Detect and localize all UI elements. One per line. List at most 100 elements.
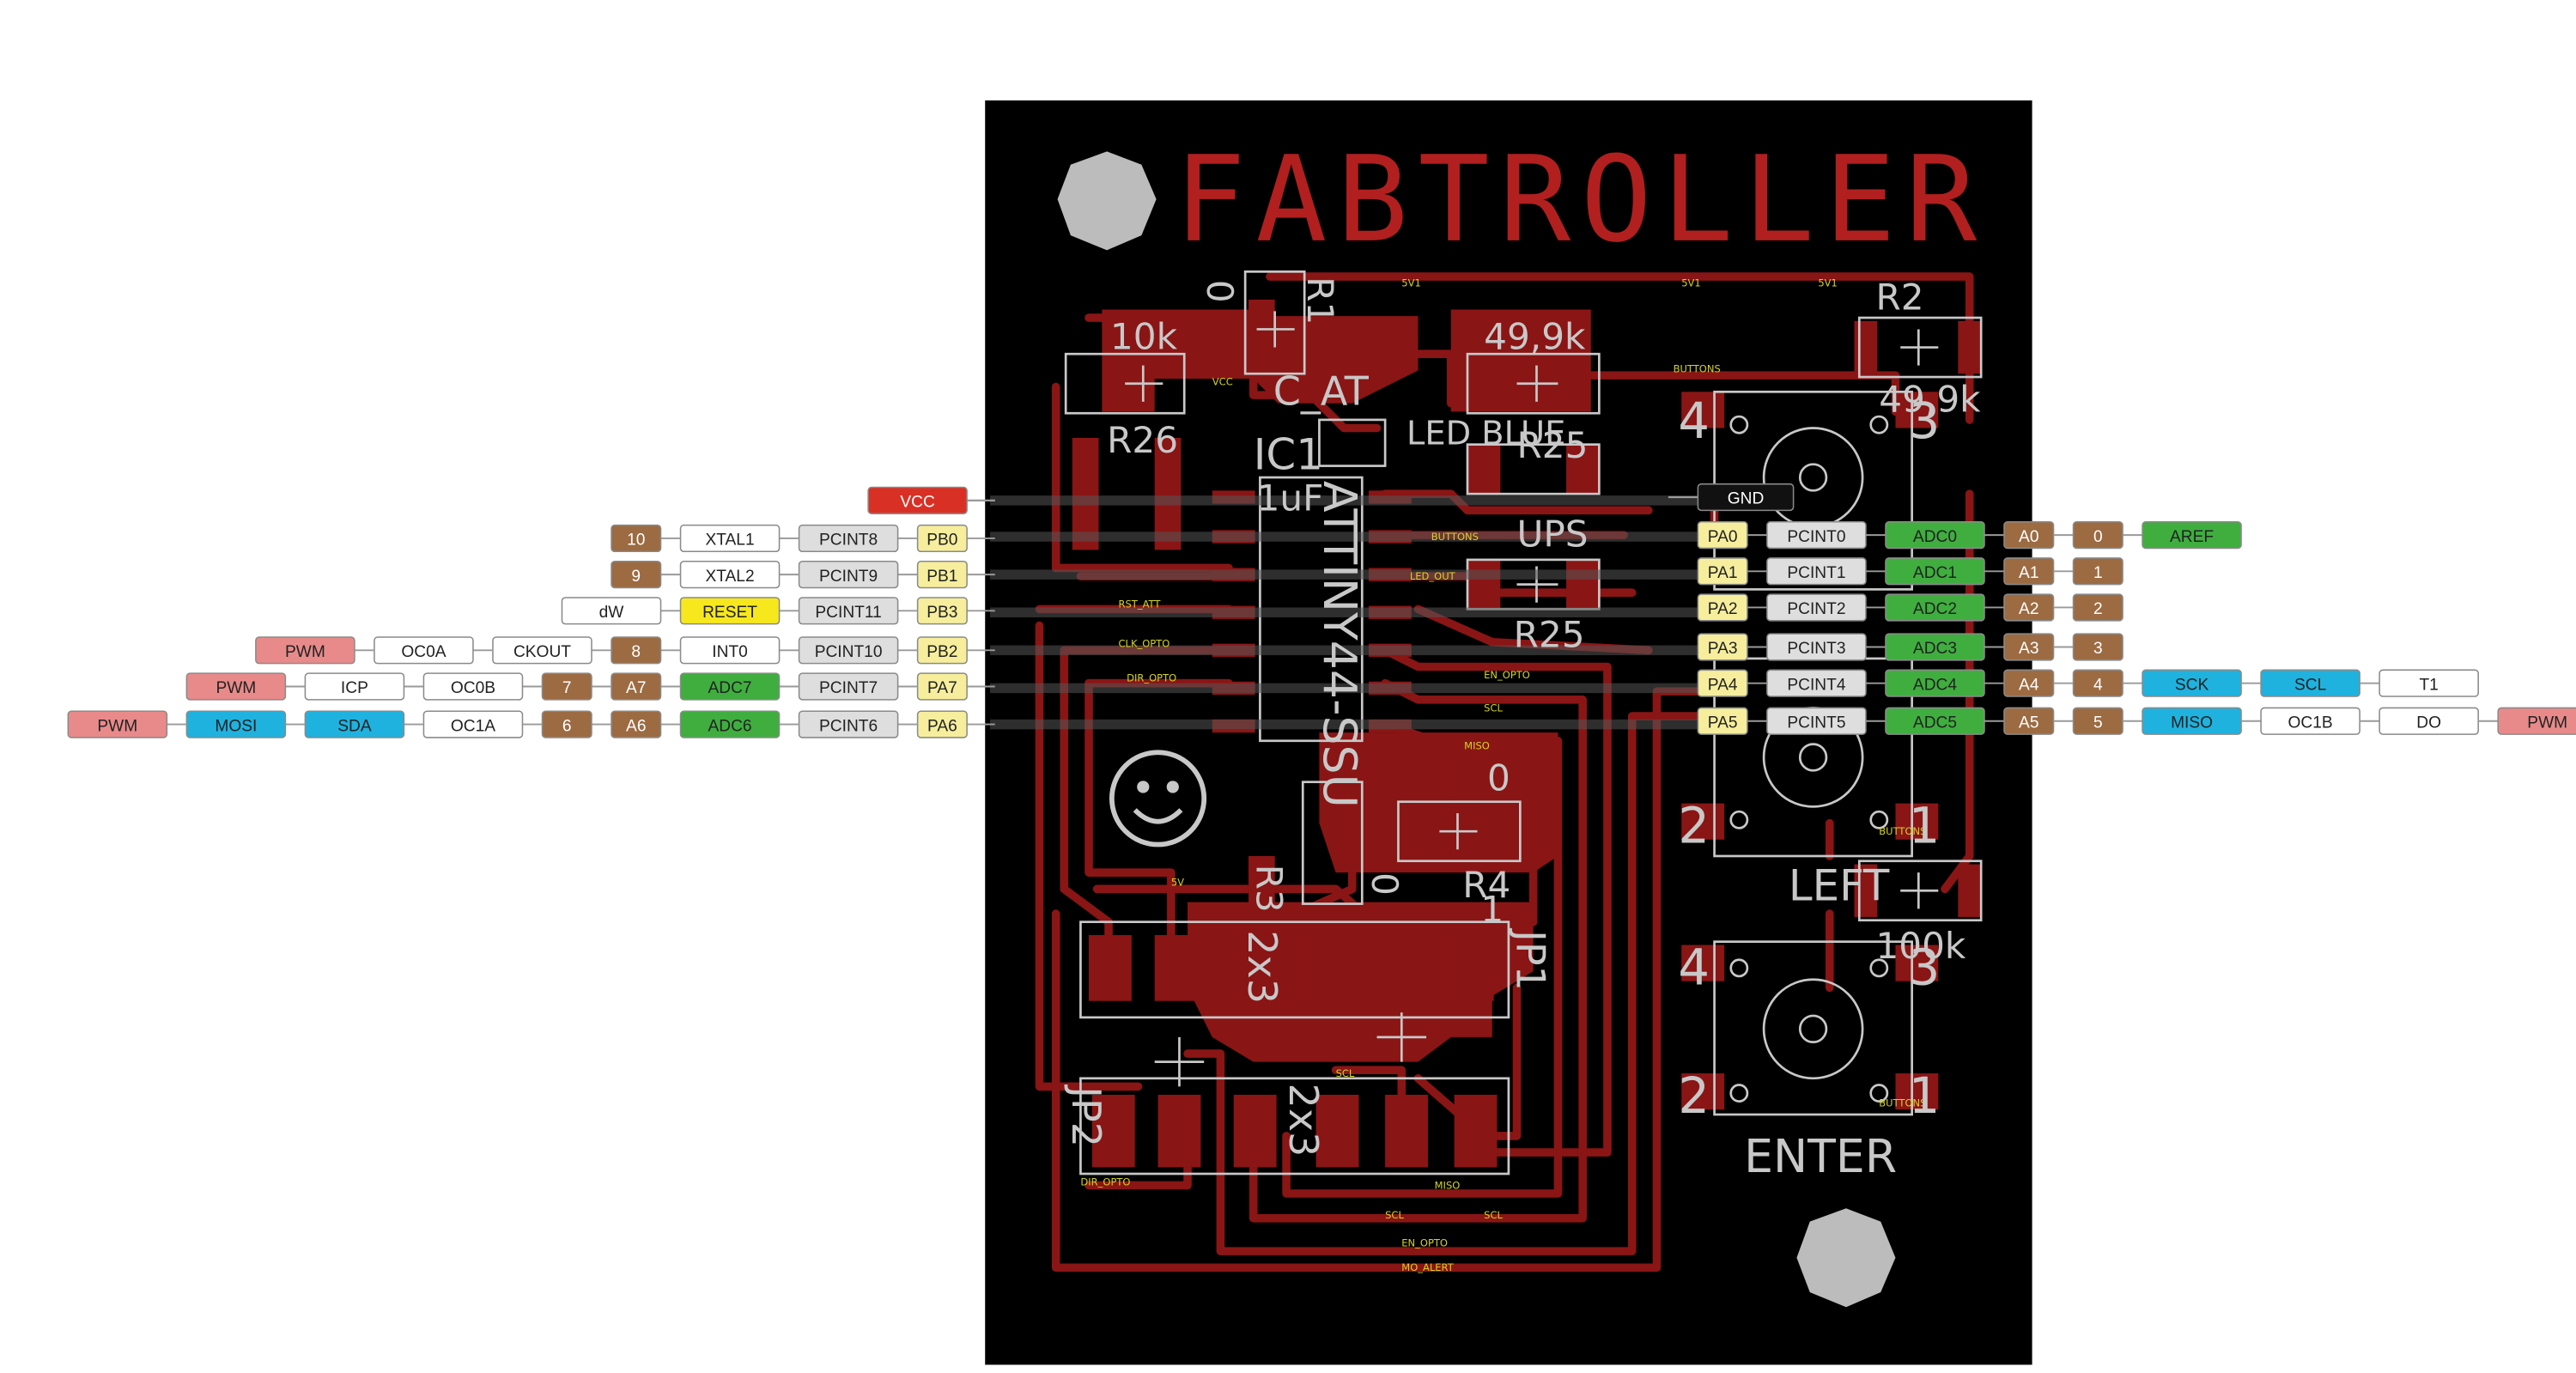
pinout-left: VCCPB0PCINT8XTAL110PB1PCINT9XTAL29PB3PCI… — [67, 486, 995, 738]
silk-label-c-at: C_AT — [1273, 368, 1370, 415]
pin-label-text: 9 — [631, 568, 641, 586]
pin-label-text: PA1 — [1708, 564, 1738, 582]
pin-label-pa5-0: PA5 — [1697, 707, 1748, 735]
board-title: FABTROLLER — [1175, 131, 1987, 269]
pin-guide-bars — [989, 495, 1698, 730]
pin-label-pa1-1: PCINT1 — [1766, 557, 1867, 586]
pin-label-pb0-1: XTAL1 — [679, 524, 781, 553]
net-label: MISO — [1435, 1179, 1461, 1191]
net-label: EN_OPTO — [1401, 1236, 1448, 1248]
pin-label-text: PB0 — [927, 532, 957, 550]
pin-label-pa5-5: MISO — [2142, 707, 2242, 735]
pin-label-pa6-2: SDA — [304, 710, 405, 738]
pin-label-text: A3 — [2019, 640, 2038, 658]
pin-label-pa7-2: OC0B — [422, 672, 524, 701]
pin-label-text: PCINT7 — [819, 679, 878, 697]
pin-label-text: PB2 — [927, 643, 957, 661]
silk-labels: R1 0 10k R26 C_AT IC1 1uF 49,9k LED BLUE… — [1063, 276, 1981, 1183]
net-label: 5V1 — [1401, 277, 1421, 289]
pin-label-text: 5 — [2093, 714, 2103, 732]
net-label: 5V — [1171, 876, 1184, 888]
mounting-hole-bottom — [1796, 1208, 1896, 1308]
pin-label-pb1-3: PB1 — [916, 561, 968, 589]
silk-label-ic1: IC1 — [1254, 429, 1323, 479]
pin-label-text: MISO — [2171, 714, 2213, 732]
pin-label-pa6-8: PA6 — [916, 710, 968, 738]
pin-label-pa4-6: SCL — [2260, 669, 2360, 697]
pin-label-text: AREF — [2170, 528, 2214, 546]
pin-label-pa4-5: SCK — [2142, 669, 2242, 697]
pin-label-text: XTAL1 — [705, 532, 754, 550]
pin-label-pb2-5: PCINT10 — [798, 636, 899, 665]
pin-label-text: A7 — [626, 679, 646, 697]
pin-label-box — [2072, 557, 2123, 586]
pin-label-text: PCINT10 — [815, 643, 883, 661]
pin-label-pb2-2: CKOUT — [492, 636, 592, 665]
silk-label-left: LEFT — [1789, 861, 1890, 911]
pin-label-text: PWM — [285, 643, 325, 661]
pin-label-pa1-3: A1 — [2003, 557, 2055, 586]
pin-label-box — [185, 672, 287, 701]
pin-label-text: PWM — [2527, 714, 2567, 732]
pin-label-box — [1697, 483, 1795, 512]
pin-label-pa5-2: ADC5 — [1885, 707, 1985, 735]
pin-label-text: PCINT5 — [1787, 714, 1845, 732]
pin-label-text: ICP — [341, 679, 368, 697]
pin-label-text: ADC0 — [1913, 528, 1957, 546]
pin-label-text: A4 — [2019, 676, 2039, 694]
silk-label-jp2: JP2 — [1063, 1084, 1109, 1147]
pin-label-box — [867, 486, 968, 514]
pin-label-box — [2379, 669, 2479, 697]
pin-label-text: 7 — [562, 679, 572, 697]
pin-label-pa6-1: MOSI — [185, 710, 287, 738]
silk-label-2x3-b: 2x3 — [1280, 1084, 1327, 1157]
pin-label-text: 8 — [631, 643, 641, 661]
pin-label-text: PCINT6 — [819, 717, 878, 735]
pin-label-box — [255, 636, 355, 665]
pin-label-pa4-2: ADC4 — [1885, 669, 1985, 697]
silk-label-1uf: 1uF — [1257, 477, 1324, 519]
pin-label-pa4-7: T1 — [2379, 669, 2479, 697]
silk-label-sw-3b: 3 — [1909, 939, 1941, 997]
pin-label-box — [2072, 593, 2123, 622]
pin-label-text: 0 — [2093, 528, 2103, 546]
pin-label-pb3-2: PCINT11 — [798, 597, 899, 625]
pin-label-text: PCINT4 — [1787, 676, 1845, 694]
silk-label-r2: R2 — [1875, 276, 1923, 318]
pin-label-pa7-0: PWM — [185, 672, 287, 701]
silk-label-r3: R3 — [1249, 865, 1291, 913]
pin-label-text: CKOUT — [513, 643, 571, 661]
pin-label-text: OC0A — [401, 643, 446, 661]
pin-label-text: A5 — [2019, 714, 2038, 732]
pin-label-text: PA7 — [927, 679, 957, 697]
pin-label-pb0-2: PCINT8 — [798, 524, 899, 553]
pin-label-pa5-1: PCINT5 — [1766, 707, 1867, 735]
pin-label-pa3-4: 3 — [2072, 633, 2123, 661]
pin-label-pb2-6: PB2 — [916, 636, 968, 665]
pin-label-text: PCINT11 — [815, 604, 881, 622]
pin-label-pa5-6: OC1B — [2260, 707, 2360, 735]
pin-label-pa6-5: A6 — [611, 710, 662, 738]
pin-label-text: PWM — [97, 717, 137, 735]
pin-label-text: PB1 — [927, 568, 957, 586]
pin-label-box — [561, 597, 662, 625]
pin-label-text: 3 — [2093, 640, 2103, 658]
pin-label-box — [611, 561, 662, 589]
pin-label-text: 6 — [562, 717, 572, 735]
silk-label-r26: R26 — [1107, 419, 1178, 461]
silk-label-sw-2b: 2 — [1678, 1067, 1710, 1125]
net-label: BUTTONS — [1431, 531, 1479, 543]
pin-label-text: OC1A — [451, 717, 495, 735]
pin-label-text: INT0 — [712, 643, 748, 661]
silk-label-r3-value: 0 — [1364, 872, 1406, 896]
pin-label-pa6-4: 6 — [541, 710, 592, 738]
pin-label-text: ADC6 — [708, 717, 751, 735]
pin-label-pa4-1: PCINT4 — [1766, 669, 1867, 697]
net-label: CLK_OPTO — [1119, 637, 1170, 649]
silk-label-r25-b: R25 — [1514, 613, 1585, 655]
pin-label-text: PA2 — [1708, 600, 1738, 618]
ic-name-label: ATTINY44-SSU — [1313, 481, 1367, 808]
pin-label-pa7-6: PCINT7 — [798, 672, 899, 701]
pin-label-text: A1 — [2019, 564, 2038, 582]
net-labels: 5V1 5V1 5V1 VCC BUTTONS BUTTONS BUTTONS … — [1080, 277, 1926, 1274]
